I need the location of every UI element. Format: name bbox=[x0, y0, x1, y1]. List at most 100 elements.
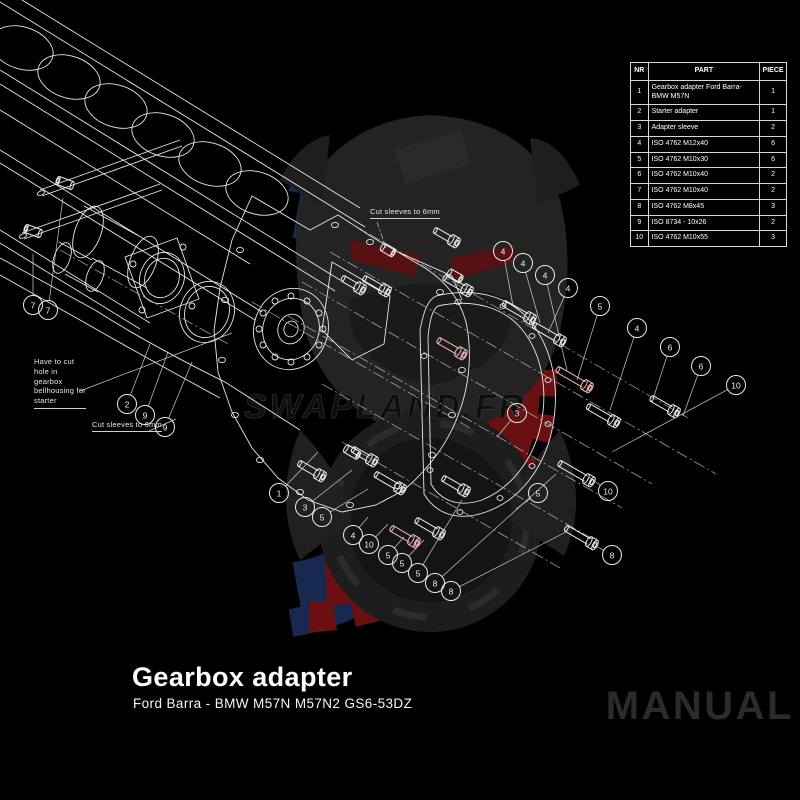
bolt bbox=[563, 525, 599, 551]
part-qty: 6 bbox=[759, 151, 787, 169]
part-name: ISO 4762 M12x40 bbox=[647, 135, 761, 153]
starter-assembly bbox=[52, 205, 235, 344]
bolt bbox=[350, 446, 379, 468]
callout-5: 5 bbox=[392, 539, 425, 573]
callout-4: 4 bbox=[609, 318, 647, 411]
callout-10: 10 bbox=[359, 523, 389, 554]
callout-6: 6 bbox=[651, 337, 680, 403]
callout-9: 9 bbox=[155, 361, 193, 437]
bolt bbox=[442, 274, 474, 298]
sleeves-group bbox=[23, 175, 464, 460]
bolt bbox=[557, 460, 596, 488]
callout-number: 4 bbox=[521, 259, 526, 269]
sleeve bbox=[446, 268, 464, 284]
part-nr: 4 bbox=[630, 135, 649, 153]
callout-number: 5 bbox=[416, 569, 421, 579]
callout-number: 10 bbox=[364, 540, 374, 550]
callout-9: 9 bbox=[135, 351, 169, 425]
part-qty: 2 bbox=[759, 167, 787, 184]
column-header: PART bbox=[647, 62, 761, 81]
bolt bbox=[531, 322, 567, 348]
callout-8: 8 bbox=[595, 545, 622, 565]
bolt bbox=[389, 525, 421, 549]
callout-number: 4 bbox=[543, 271, 548, 281]
part-qty: 6 bbox=[759, 135, 787, 153]
callout-number: 10 bbox=[731, 381, 741, 391]
bolts-group bbox=[297, 227, 681, 551]
page-subtitle: Ford Barra - BMW M57N M57N2 GS6-53DZ bbox=[133, 696, 413, 711]
part-name: Adapter sleeve bbox=[647, 120, 761, 137]
callout-4: 4 bbox=[535, 265, 568, 371]
callout-7: 7 bbox=[38, 197, 64, 320]
callout-5: 5 bbox=[312, 488, 369, 527]
part-name: ISO 4762 M10x30 bbox=[647, 151, 761, 169]
callout-number: 6 bbox=[668, 343, 673, 353]
part-qty: 3 bbox=[759, 198, 787, 216]
gorilla-emblem bbox=[280, 115, 580, 632]
part-nr: 3 bbox=[630, 120, 649, 137]
callout-number: 5 bbox=[386, 551, 391, 561]
annotation-cut-sleeves-top: Cut sleeves to 6mm bbox=[370, 207, 440, 219]
part-nr: 2 bbox=[630, 104, 649, 121]
annotation-starter-note: Have to cut hole in gearbox bellhousing … bbox=[34, 357, 86, 409]
bolt bbox=[436, 337, 468, 361]
callout-4: 4 bbox=[513, 253, 541, 324]
callout-number: 9 bbox=[163, 423, 168, 433]
column-header: PIECE bbox=[759, 62, 787, 81]
line-art bbox=[0, 0, 717, 569]
callout-number: 5 bbox=[320, 513, 325, 523]
callout-6: 6 bbox=[682, 356, 711, 417]
part-name: Gearbox adapter Ford Barra- BMW M57N bbox=[647, 79, 761, 106]
part-name: Starter adapter bbox=[647, 104, 761, 121]
callout-8: 8 bbox=[425, 473, 557, 593]
callout-number: 3 bbox=[303, 503, 308, 513]
part-name: ISO 8734 - 10x26 bbox=[647, 214, 761, 232]
bolt bbox=[373, 471, 407, 496]
part-qty: 2 bbox=[759, 214, 787, 232]
bellhousing-profile bbox=[419, 292, 556, 517]
callout-number: 8 bbox=[449, 587, 454, 597]
sleeve bbox=[379, 242, 397, 258]
annotation-cut-sleeves-left: Cut sleeves to 6mm bbox=[92, 420, 162, 432]
callout-number: 8 bbox=[610, 551, 615, 561]
callout-4: 4 bbox=[343, 516, 369, 545]
callout-10: 10 bbox=[611, 375, 746, 453]
part-nr: 6 bbox=[630, 167, 649, 184]
engine-block bbox=[0, 0, 366, 431]
watermark-brand-text: SWAPLAND.FR bbox=[244, 388, 526, 426]
callout-number: 2 bbox=[125, 400, 130, 410]
part-qty: 1 bbox=[759, 104, 787, 121]
callout-5: 5 bbox=[515, 483, 548, 510]
part-nr: 1 bbox=[630, 79, 649, 106]
callout-4: 4 bbox=[547, 278, 578, 334]
callout-number: 4 bbox=[501, 247, 506, 257]
callout-7: 7 bbox=[23, 254, 43, 315]
annotation-leaders bbox=[79, 221, 387, 432]
part-name: ISO 4762 M10x40 bbox=[647, 167, 761, 184]
callout-number: 9 bbox=[143, 411, 148, 421]
sleeve bbox=[55, 175, 75, 191]
part-qty: 3 bbox=[759, 230, 787, 247]
part-nr: 5 bbox=[630, 151, 649, 169]
callout-10: 10 bbox=[588, 476, 618, 501]
callout-number: 7 bbox=[31, 301, 36, 311]
column-header: NR bbox=[630, 62, 649, 81]
bolt bbox=[441, 475, 471, 498]
callout-5: 5 bbox=[576, 296, 610, 381]
sleeve bbox=[23, 223, 43, 239]
part-qty: 1 bbox=[759, 79, 787, 106]
part-qty: 2 bbox=[759, 120, 787, 137]
callout-number: 1 bbox=[277, 489, 282, 499]
part-name: ISO 4762 M8x45 bbox=[647, 198, 761, 216]
callout-4: 4 bbox=[493, 241, 514, 307]
